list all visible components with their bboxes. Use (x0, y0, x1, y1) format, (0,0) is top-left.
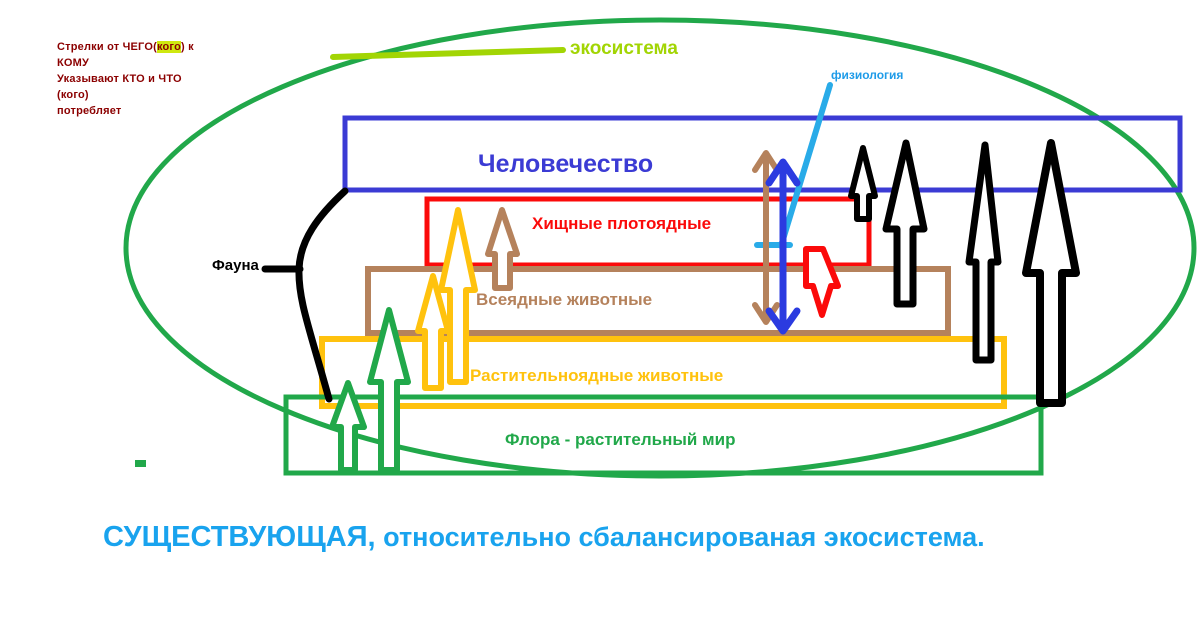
consumption-arrow-up-herbivore-2 (438, 207, 478, 385)
ecosystem-leader-line (330, 47, 566, 60)
note-line-4: (кого) (57, 88, 89, 101)
tier-label-omnivores: Всеядные животные (476, 290, 653, 309)
bidirectional-arrow-brown-head-down (752, 302, 780, 325)
note-highlight: кого (156, 41, 181, 53)
fauna-brace (295, 187, 349, 403)
note-line-2: КОМУ (57, 56, 90, 69)
tier-label-flora: Флора - растительный мир (505, 430, 736, 449)
tier-label-carnivores: Хищные плотоядные (532, 214, 712, 233)
tier-box-omnivores (365, 266, 951, 336)
ecosystem-label: экосистема (570, 38, 678, 59)
stray-dot (135, 460, 146, 467)
arrow-legend-note: Стрелки от ЧЕГО(кого) к КОМУ Указывают К… (57, 40, 194, 120)
consumption-arrow-up-herbivore-1 (415, 273, 451, 391)
tier-box-carnivores (424, 196, 872, 268)
physiology-label: физиология (831, 68, 904, 82)
tier-label-humanity: Человечество (478, 150, 654, 178)
caption-rest: относительно сбалансированая экосистема. (375, 522, 985, 552)
consumption-arrow-up-black-1 (848, 145, 878, 222)
bidirectional-arrow-blue-head-up (765, 158, 801, 187)
physiology-leader-line (778, 82, 833, 249)
consumption-arrow-up-flora-1 (329, 380, 367, 473)
consumption-arrow-up-flora-2 (367, 307, 411, 473)
consumption-arrow-down-red (803, 246, 841, 318)
tier-box-flora (283, 394, 1044, 476)
ecosystem-ellipse (123, 17, 1197, 479)
note-line-1: Стрелки от ЧЕГО(кого) к (57, 41, 194, 53)
caption-emphasis: СУЩЕСТВУЮЩАЯ, (103, 521, 376, 553)
diagram-caption: СУЩЕСТВУЮЩАЯ, относительно сбалансирован… (103, 520, 985, 554)
consumption-arrow-up-black-4 (1022, 139, 1080, 407)
bidirectional-arrow-blue-head-down (765, 307, 801, 335)
note-line-5: потребляет (57, 104, 122, 117)
note-line-3: Указывают КТО и ЧТО (57, 72, 182, 85)
consumption-arrow-up-omnivore (485, 207, 520, 291)
consumption-arrow-up-black-2 (882, 139, 928, 308)
consumption-arrow-up-black-3 (965, 141, 1002, 364)
fauna-label: Фауна (212, 257, 259, 274)
tier-label-herbivores: Растительноядные животные (470, 366, 724, 385)
bidirectional-arrow-brown-head-up (752, 150, 780, 173)
tier-box-humanity (342, 115, 1183, 193)
